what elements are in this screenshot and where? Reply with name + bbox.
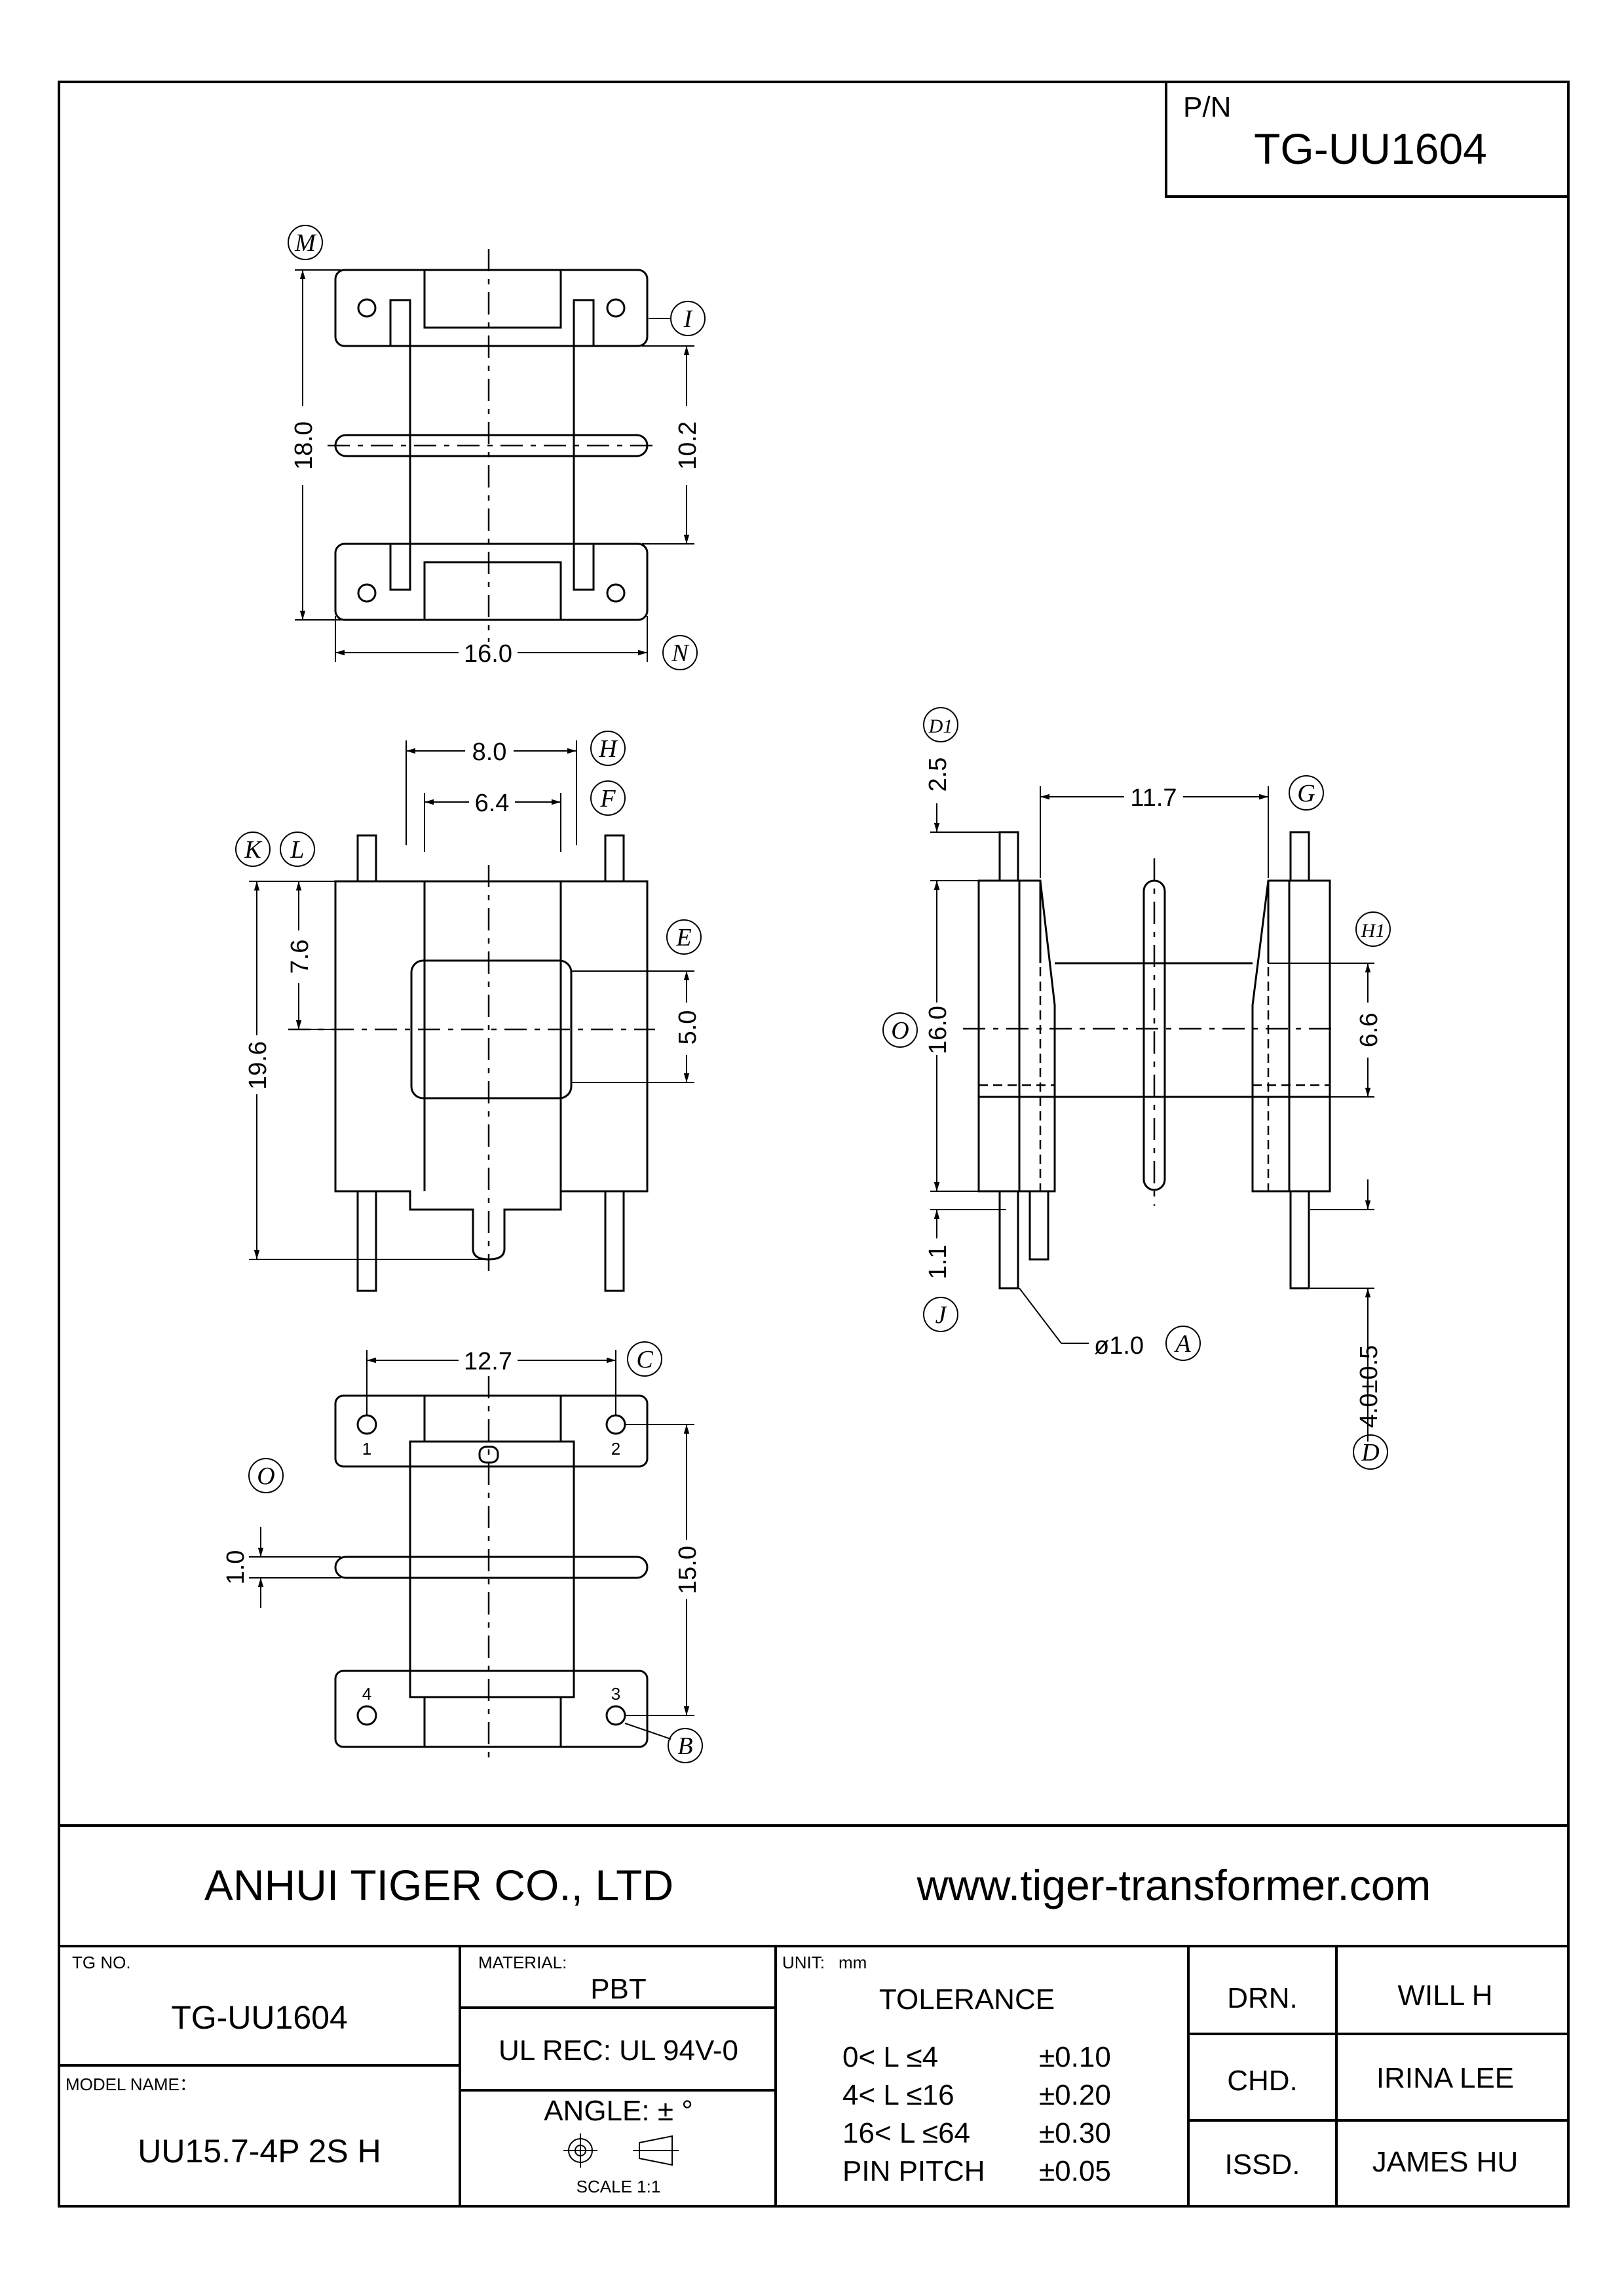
tolerance-range-1: 0< L ≤4 <box>842 2041 938 2073</box>
svg-text:O: O <box>891 1017 909 1044</box>
angle-label: ANGLE: ± ° <box>544 2095 693 2127</box>
callout-h: H <box>590 731 626 766</box>
pin-1: 1 <box>362 1439 371 1459</box>
front-view: 8.0 6.4 7.6 19.6 5.0 H F K <box>235 731 702 1292</box>
title-block: TG NO. TG-UU1604 MODEL NAME： UU15.7-4P 2… <box>59 1946 1568 2206</box>
callout-g: G <box>1289 775 1324 811</box>
tolerance-value-2: ±0.20 <box>1039 2079 1111 2111</box>
dim-1-0: 1.0 <box>222 1550 250 1585</box>
dim-2-5: 2.5 <box>924 757 952 792</box>
callout-j: J <box>923 1297 958 1332</box>
svg-text:K: K <box>244 836 262 864</box>
callout-d1: D1 <box>923 707 958 742</box>
dim-19-6: 19.6 <box>244 1041 272 1090</box>
dim-dia-1-0: ø1.0 <box>1094 1332 1144 1360</box>
svg-text:F: F <box>599 785 616 813</box>
pin-4: 4 <box>362 1684 371 1704</box>
dim-4-0-tol: 4.0±0.5 <box>1355 1345 1383 1428</box>
company-name: ANHUI TIGER CO., LTD <box>204 1861 673 1909</box>
model-name-value: UU15.7-4P 2S H <box>138 2133 381 2170</box>
dim-6-4: 6.4 <box>475 790 510 817</box>
callout-e: E <box>666 919 702 955</box>
bottom-view: 1 2 3 4 12.7 1.0 15.0 C O B <box>222 1341 703 1763</box>
dim-6-6: 6.6 <box>1355 1013 1383 1048</box>
unit-value: mm <box>839 1953 867 1972</box>
tolerance-value-3: ±0.30 <box>1039 2117 1111 2149</box>
callout-k: K <box>235 832 271 867</box>
pin-3: 3 <box>611 1684 620 1704</box>
callout-a: A <box>1165 1326 1201 1361</box>
issd-value: JAMES HU <box>1372 2146 1518 2178</box>
chd-value: IRINA LEE <box>1376 2062 1514 2094</box>
svg-text:J: J <box>935 1301 948 1329</box>
svg-text:B: B <box>677 1732 692 1760</box>
dim-10-2: 10.2 <box>674 421 702 470</box>
svg-text:E: E <box>675 924 691 951</box>
callout-i: I <box>649 301 706 336</box>
dim-15-0: 15.0 <box>674 1546 702 1594</box>
scale-label: SCALE 1:1 <box>576 2177 661 2196</box>
chd-label: CHD. <box>1227 2065 1298 2097</box>
dim-11-7: 11.7 <box>1130 784 1177 812</box>
dim-12-7: 12.7 <box>464 1348 512 1375</box>
tolerance-range-2: 4< L ≤16 <box>842 2079 954 2111</box>
callout-b: B <box>624 1723 703 1763</box>
dim-5-0: 5.0 <box>674 1010 702 1045</box>
callout-h1: H1 <box>1355 911 1391 947</box>
dim-7-6: 7.6 <box>286 940 314 974</box>
projection-symbol-icon <box>563 2133 679 2168</box>
material-value: PBT <box>590 1973 647 2005</box>
pin-2: 2 <box>611 1439 620 1459</box>
tolerance-value-1: ±0.10 <box>1039 2041 1111 2073</box>
issd-label: ISSD. <box>1225 2149 1300 2181</box>
tolerance-range-4: PIN PITCH <box>842 2155 985 2187</box>
tolerance-value-4: ±0.05 <box>1039 2155 1111 2187</box>
drn-label: DRN. <box>1227 1982 1298 2014</box>
svg-text:C: C <box>636 1346 653 1373</box>
tg-no-label: TG NO. <box>72 1953 131 1972</box>
ul-rec: UL REC: UL 94V-0 <box>499 2035 738 2067</box>
drn-value: WILL H <box>1397 1980 1492 2012</box>
svg-text:O: O <box>257 1463 274 1490</box>
svg-text:G: G <box>1297 780 1315 807</box>
svg-text:I: I <box>683 305 694 333</box>
svg-text:N: N <box>671 640 690 667</box>
dim-18-0: 18.0 <box>290 421 318 470</box>
callout-c: C <box>627 1341 662 1377</box>
company-band: ANHUI TIGER CO., LTD www.tiger-transform… <box>59 1824 1568 1947</box>
svg-text:L: L <box>290 836 304 864</box>
unit-label: UNIT: <box>782 1953 825 1972</box>
dim-8-0: 8.0 <box>472 738 507 766</box>
svg-text:H: H <box>598 735 618 763</box>
dim-16-0-side: 16.0 <box>924 1006 952 1054</box>
dim-1-1: 1.1 <box>924 1245 952 1280</box>
pn-label: P/N <box>1183 91 1231 123</box>
callout-m: M <box>288 225 323 260</box>
callout-d: D <box>1353 1434 1388 1470</box>
callout-l: L <box>280 832 315 867</box>
top-view: 18.0 10.2 16.0 M I N <box>288 225 706 670</box>
model-name-label: MODEL NAME： <box>66 2075 197 2094</box>
tolerance-title: TOLERANCE <box>879 1983 1055 2016</box>
svg-text:D1: D1 <box>928 716 953 737</box>
company-website: www.tiger-transformer.com <box>916 1861 1431 1909</box>
svg-text:D: D <box>1361 1439 1379 1466</box>
svg-text:A: A <box>1173 1330 1191 1358</box>
material-label: MATERIAL: <box>478 1953 567 1972</box>
svg-text:M: M <box>294 229 317 257</box>
part-number-box: P/N TG-UU1604 <box>1165 82 1568 198</box>
callout-o-side: O <box>882 1012 918 1048</box>
callout-o-bottom: O <box>248 1458 284 1493</box>
callout-f: F <box>590 780 626 816</box>
callout-n: N <box>662 635 698 670</box>
svg-text:H1: H1 <box>1361 920 1386 942</box>
side-view: 11.7 2.5 16.0 1.1 6.6 4.0±0.5 ø1.0 D1 <box>882 707 1391 1470</box>
drawing-border <box>58 81 1570 2208</box>
tolerance-range-3: 16< L ≤64 <box>842 2117 970 2149</box>
pn-value: TG-UU1604 <box>1254 124 1487 173</box>
tg-no-value: TG-UU1604 <box>171 1999 348 2036</box>
dim-16-0-top: 16.0 <box>464 640 512 668</box>
